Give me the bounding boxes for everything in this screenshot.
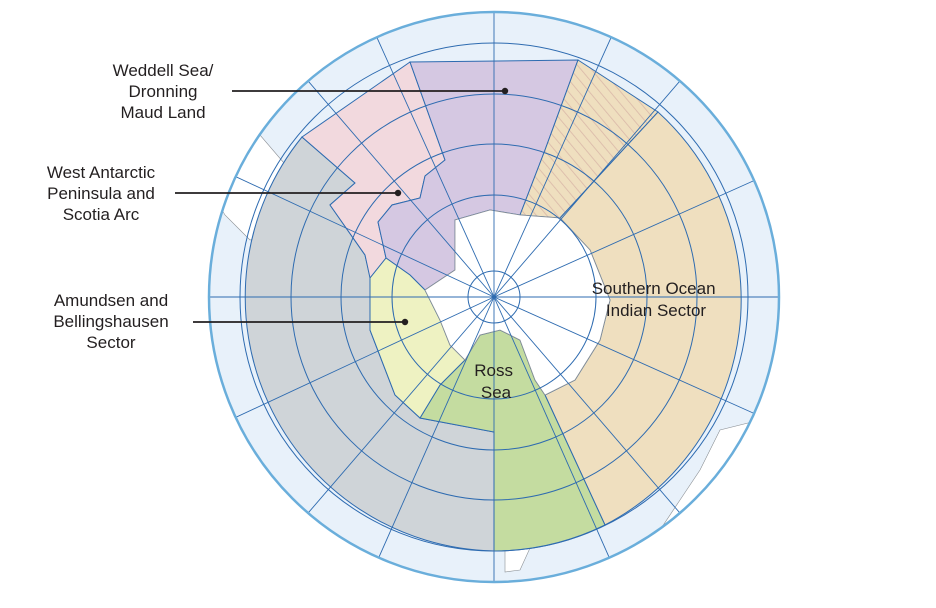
callout-dot-weddell bbox=[501, 87, 509, 95]
ross-sea-label: Ross Sea bbox=[474, 361, 517, 402]
callout-line: Maud Land bbox=[120, 103, 206, 122]
callout-line: Sector bbox=[86, 333, 136, 352]
ross-label-line: Sea bbox=[481, 383, 512, 402]
indian-label-line: Indian Sector bbox=[606, 301, 707, 320]
callout-line: Peninsula and bbox=[47, 184, 155, 203]
meridian-line bbox=[359, 12, 495, 298]
callout-line: Scotia Arc bbox=[62, 205, 140, 224]
callout-line: Weddell Sea/ bbox=[112, 61, 214, 80]
callout-peninsula-label: West Antarctic Peninsula and Scotia Arc bbox=[26, 162, 176, 225]
callout-line: West Antarctic bbox=[46, 163, 156, 182]
meridian-line bbox=[209, 296, 495, 435]
callout-dot-peninsula bbox=[394, 189, 402, 197]
callout-weddell-label: Weddell Sea/ Dronning Maud Land bbox=[98, 60, 228, 123]
ross-label-line: Ross bbox=[474, 361, 513, 380]
map-border bbox=[207, 10, 781, 584]
callout-amundsen-label: Amundsen and Bellingshausen Sector bbox=[36, 290, 186, 353]
meridian-line bbox=[493, 12, 629, 298]
meridian-line bbox=[359, 296, 495, 582]
meridian-line bbox=[493, 159, 779, 298]
indian-label-line: Southern Ocean bbox=[592, 279, 716, 298]
callout-line: Dronning bbox=[128, 82, 198, 101]
meridian-line bbox=[209, 159, 495, 298]
callout-dot-amundsen bbox=[401, 318, 409, 326]
callout-line: Bellingshausen bbox=[53, 312, 169, 331]
indian-sector-label: Southern Ocean Indian Sector bbox=[592, 279, 721, 320]
meridian-line bbox=[493, 296, 629, 582]
meridian-line bbox=[493, 296, 779, 435]
callout-line: Amundsen and bbox=[53, 291, 169, 310]
